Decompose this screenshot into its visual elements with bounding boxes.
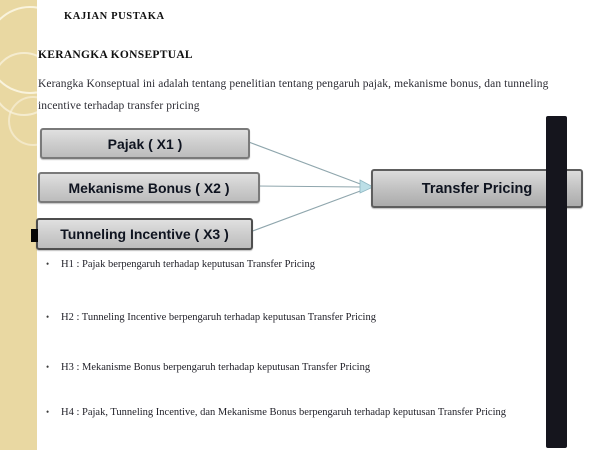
hypothesis-item-h3: • H3 : Mekanisme Bonus berpengaruh terhad… xyxy=(46,362,370,373)
diagram-box-mekanisme-bonus: Mekanisme Bonus ( X2 ) xyxy=(38,172,260,203)
hypothesis-item-h1: • H1 : Pajak berpengaruh terhadap keputus… xyxy=(46,259,315,270)
intro-paragraph-line1: Kerangka Konseptual ini adalah tentang p… xyxy=(38,78,549,90)
bullet-icon: • xyxy=(46,259,50,269)
hypothesis-text: H1 : Pajak berpengaruh terhadap keputusa… xyxy=(61,259,315,270)
hypothesis-text: H3 : Mekanisme Bonus berpengaruh terhada… xyxy=(61,362,371,373)
arrowhead-icon xyxy=(359,179,374,194)
diagram-box-pajak: Pajak ( X1 ) xyxy=(40,128,250,159)
hypothesis-item-h4: • H4 : Pajak, Tunneling Incentive, dan Me… xyxy=(46,407,506,418)
intro-paragraph-line2: incentive terhadap transfer pricing xyxy=(38,100,200,112)
bullet-icon: • xyxy=(46,362,50,372)
hypothesis-item-h2: • H2 : Tunneling Incentive berpengaruh te… xyxy=(46,312,376,323)
slide-kicker-title: KAJIAN PUSTAKA xyxy=(64,11,165,22)
diagram-box-label: Transfer Pricing xyxy=(421,180,533,197)
diagram-box-tunneling-incentive: Tunneling Incentive ( X3 ) xyxy=(36,218,253,250)
diagram-box-label: Pajak ( X1 ) xyxy=(107,135,183,152)
left-accent-sidebar xyxy=(0,0,37,450)
diagram-box-label: Tunneling Incentive ( X3 ) xyxy=(60,226,229,242)
slide-heading: KERANGKA KONSEPTUAL xyxy=(38,49,193,61)
hypothesis-text: H4 : Pajak, Tunneling Incentive, dan Mek… xyxy=(61,407,507,418)
right-dark-overlay-bar xyxy=(546,116,567,448)
bullet-icon: • xyxy=(46,407,50,417)
hypothesis-text: H2 : Tunneling Incentive berpengaruh ter… xyxy=(61,312,376,323)
bullet-icon: • xyxy=(46,312,50,322)
stray-black-mark xyxy=(31,229,38,242)
diagram-box-label: Mekanisme Bonus ( X2 ) xyxy=(68,179,230,196)
